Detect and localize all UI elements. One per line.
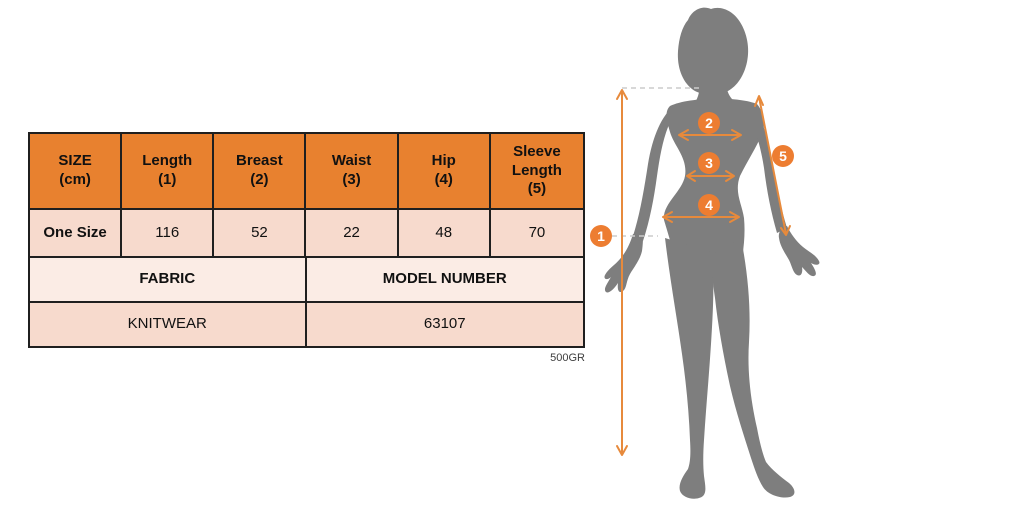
- marker-4: 4: [698, 194, 720, 216]
- fabric-model-header-row: FABRIC MODEL NUMBER: [30, 258, 583, 303]
- waist-value: 22: [306, 210, 399, 256]
- svg-text:3: 3: [705, 155, 713, 171]
- weight-note: 500GR: [550, 352, 585, 364]
- marker-3: 3: [698, 152, 720, 174]
- svg-text:5: 5: [779, 148, 787, 164]
- fabric-label: FABRIC: [30, 258, 307, 301]
- size-chart-value-row: One Size 116 52 22 48 70: [30, 210, 583, 258]
- column-header-length: Length (1): [122, 134, 215, 208]
- column-header-waist: Waist (3): [306, 134, 399, 208]
- marker-5: 5: [772, 145, 794, 167]
- length-value: 116: [122, 210, 215, 256]
- hip-arrow: [662, 211, 740, 223]
- model-number-value: 63107: [423, 315, 466, 333]
- column-header-breast: Breast (2): [214, 134, 307, 208]
- column-header-size: SIZE (cm): [30, 134, 123, 208]
- body-silhouette-icon: [604, 7, 820, 499]
- model-number-label: MODEL NUMBER: [382, 270, 507, 288]
- fabric-model-value-row: KNITWEAR 63107: [30, 303, 583, 346]
- svg-text:1: 1: [597, 228, 605, 244]
- fabric-value: KNITWEAR: [30, 303, 307, 346]
- size-chart-header-row: SIZE (cm) Length (1) Breast (2) Waist (3…: [30, 134, 583, 210]
- reference-dashed-lines: [612, 87, 699, 237]
- sleeve-length-value: 70: [528, 223, 546, 241]
- svg-text:2: 2: [705, 115, 713, 131]
- size-value: One Size: [30, 210, 123, 256]
- marker-1: 1: [590, 225, 612, 247]
- column-header-sleeve-length: Sleeve Length (5): [511, 142, 562, 198]
- hip-value: 48: [399, 210, 491, 256]
- waist-arrow: [686, 170, 735, 182]
- size-chart-table: SIZE (cm) Length (1) Breast (2) Waist (3…: [28, 132, 585, 348]
- marker-2: 2: [698, 112, 720, 134]
- sleeve-length-arrow: [754, 95, 791, 236]
- breast-value: 52: [214, 210, 307, 256]
- length-arrow: [616, 89, 628, 456]
- svg-text:4: 4: [705, 197, 713, 213]
- breast-arrow: [678, 129, 742, 141]
- measurement-arrows: [616, 89, 791, 456]
- measurement-markers: 1 2 3 4 5: [590, 112, 794, 247]
- column-header-hip: Hip (4): [399, 134, 491, 208]
